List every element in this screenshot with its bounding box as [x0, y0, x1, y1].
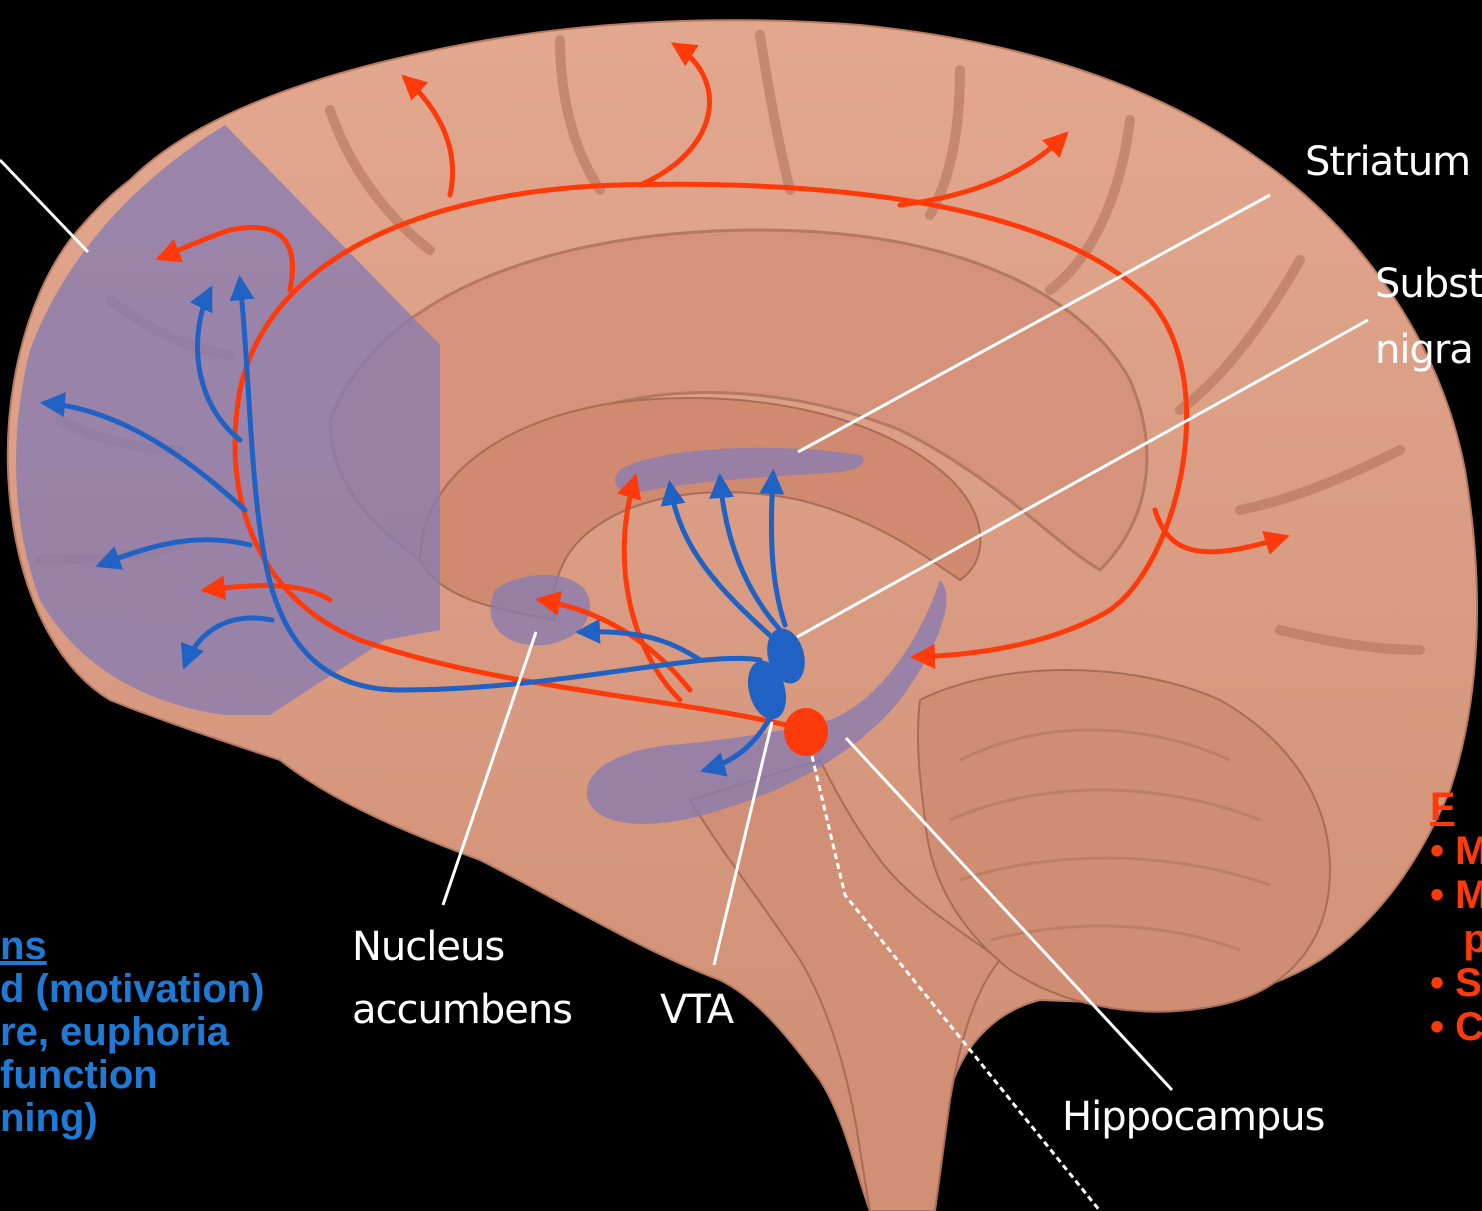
left-panel-line: ning) — [0, 1096, 98, 1140]
left-panel-heading: ns — [0, 924, 47, 968]
right-panel-line: • C — [1430, 1005, 1482, 1049]
vta-red-nucleus — [784, 708, 828, 756]
label-hippocampus: Hippocampus — [1062, 1095, 1325, 1140]
right-text-panel: F • M • M p • S • C — [1430, 785, 1482, 1049]
pointer-top-left — [0, 160, 88, 252]
label-substantia-line1: Subst — [1375, 262, 1482, 307]
right-panel-line: • M — [1430, 829, 1482, 873]
right-panel-line: • S — [1430, 961, 1482, 1005]
left-panel-line: function — [0, 1053, 158, 1097]
right-panel-line: • M — [1430, 873, 1482, 917]
label-nucleus-line1: Nucleus — [352, 925, 504, 970]
left-panel-line: d (motivation) — [0, 967, 264, 1011]
label-nucleus-line2: accumbens — [352, 988, 572, 1033]
left-text-panel: ns d (motivation) re, euphoria function … — [0, 925, 264, 1140]
right-panel-line: p — [1430, 917, 1482, 961]
label-substantia-line2: nigra — [1375, 328, 1473, 373]
right-panel-heading: F — [1430, 785, 1454, 829]
left-panel-line: re, euphoria — [0, 1010, 229, 1054]
label-striatum: Striatum — [1305, 140, 1470, 185]
label-vta: VTA — [660, 988, 733, 1033]
